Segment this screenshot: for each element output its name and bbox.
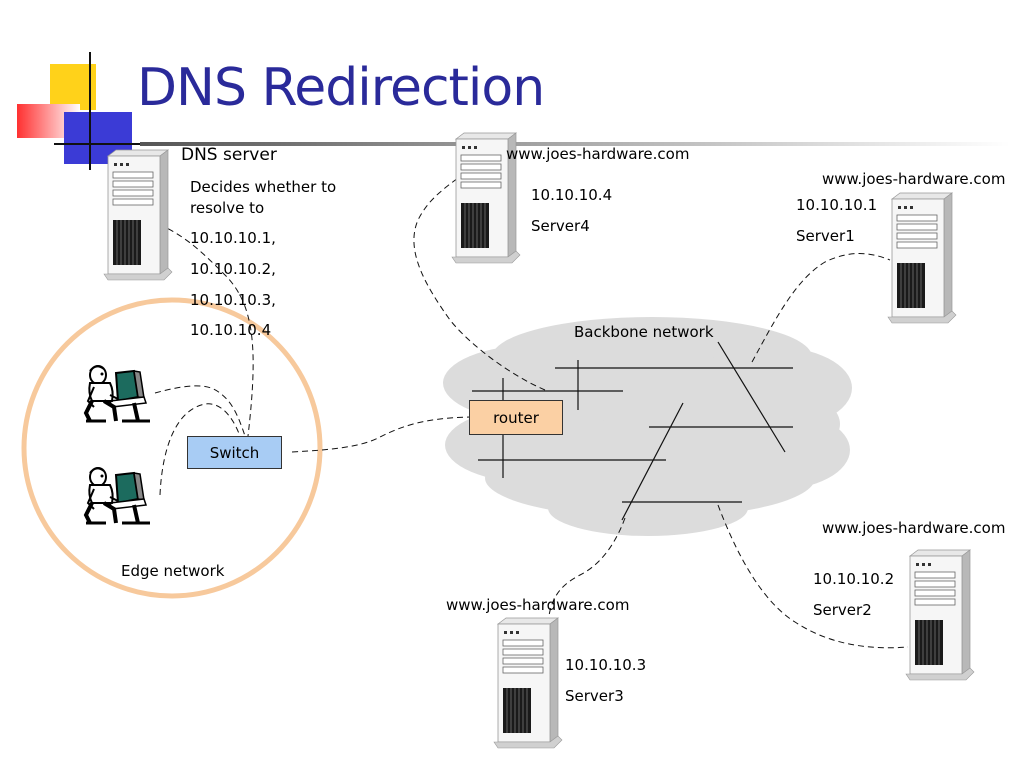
server3-host: www.joes-hardware.com [446,596,630,614]
slide-title: DNS Redirection [137,58,545,118]
server4-host: www.joes-hardware.com [506,145,690,163]
backbone-links [472,341,793,521]
server1-ip: 10.10.10.1 [796,196,878,214]
user-at-computer-icon [84,466,152,525]
dns-server-icon [103,149,173,281]
edge-network-ring [21,297,323,599]
dns-ip-1: 10.10.10.1, [190,229,276,247]
backbone-network-label: Backbone network [574,323,714,341]
server1-icon [887,192,957,324]
user-at-computer-icon [84,364,152,423]
server4-name: Server4 [531,217,590,235]
server2-name: Server2 [813,601,872,619]
dns-ip-2: 10.10.10.2, [190,260,276,278]
server3-icon [493,617,563,749]
edge-network-label: Edge network [121,562,225,580]
dns-ip-3: 10.10.10.3, [190,291,276,309]
server2-host: www.joes-hardware.com [822,519,1006,537]
server1-name: Server1 [796,227,855,245]
dns-desc-line1: Decides whether to [190,178,337,196]
server4-ip: 10.10.10.4 [531,186,613,204]
server2-icon [905,549,975,681]
server3-ip: 10.10.10.3 [565,656,647,674]
dns-ip-4: 10.10.10.4 [190,321,272,339]
switch-box: Switch [187,436,282,469]
dns-desc-line2: resolve to [190,199,265,217]
server3-name: Server3 [565,687,624,705]
server1-host: www.joes-hardware.com [822,170,1006,188]
server2-ip: 10.10.10.2 [813,570,895,588]
dashed-connections [149,174,909,651]
dns-server-label: DNS server [181,145,277,165]
title-rule [140,142,1010,146]
router-box: router [469,400,563,435]
